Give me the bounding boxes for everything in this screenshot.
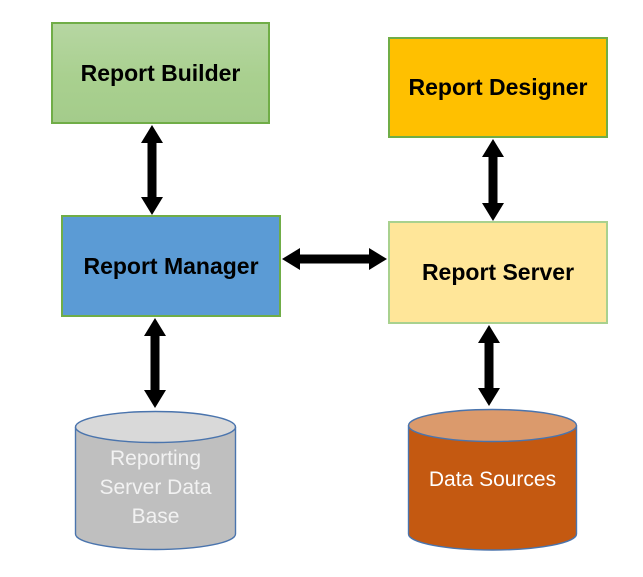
node-report-builder: Report Builder	[51, 22, 270, 124]
double-arrow-vertical-icon	[478, 325, 500, 406]
double-arrow-vertical-icon	[141, 125, 163, 215]
data-sources-label-text: Data Sources	[428, 468, 557, 491]
double-arrow-horizontal-icon	[282, 248, 387, 270]
node-data-sources-label: Data Sources	[407, 408, 578, 551]
node-report-manager: Report Manager	[61, 215, 281, 317]
node-report-server-label: Report Server	[421, 259, 575, 285]
node-data-sources: Data Sources	[407, 408, 578, 551]
node-reporting-server-database: Reporting Server Data Base	[74, 410, 237, 551]
node-report-manager-label: Report Manager	[83, 252, 259, 279]
node-report-server: Report Server	[388, 221, 608, 324]
double-arrow-vertical-icon	[482, 139, 504, 221]
arrow-server-datasources	[477, 325, 501, 406]
database-cylinder-icon	[74, 410, 237, 551]
arrow-builder-manager	[140, 125, 164, 215]
double-arrow-vertical-icon	[144, 318, 166, 408]
node-report-builder-label: Report Builder	[80, 59, 241, 86]
arrow-manager-server	[282, 247, 387, 271]
node-report-designer: Report Designer	[388, 37, 608, 138]
db-label-line-2: Server Data	[99, 476, 212, 499]
node-report-designer-label: Report Designer	[408, 74, 588, 100]
db-label-line-3: Base	[131, 505, 180, 528]
db-label-line-1: Reporting	[109, 447, 202, 470]
arrow-manager-database	[143, 318, 167, 408]
arrow-designer-server	[481, 139, 505, 221]
node-reporting-server-database-label: Reporting Server Data Base	[74, 444, 237, 531]
database-cylinder-icon	[407, 408, 578, 551]
